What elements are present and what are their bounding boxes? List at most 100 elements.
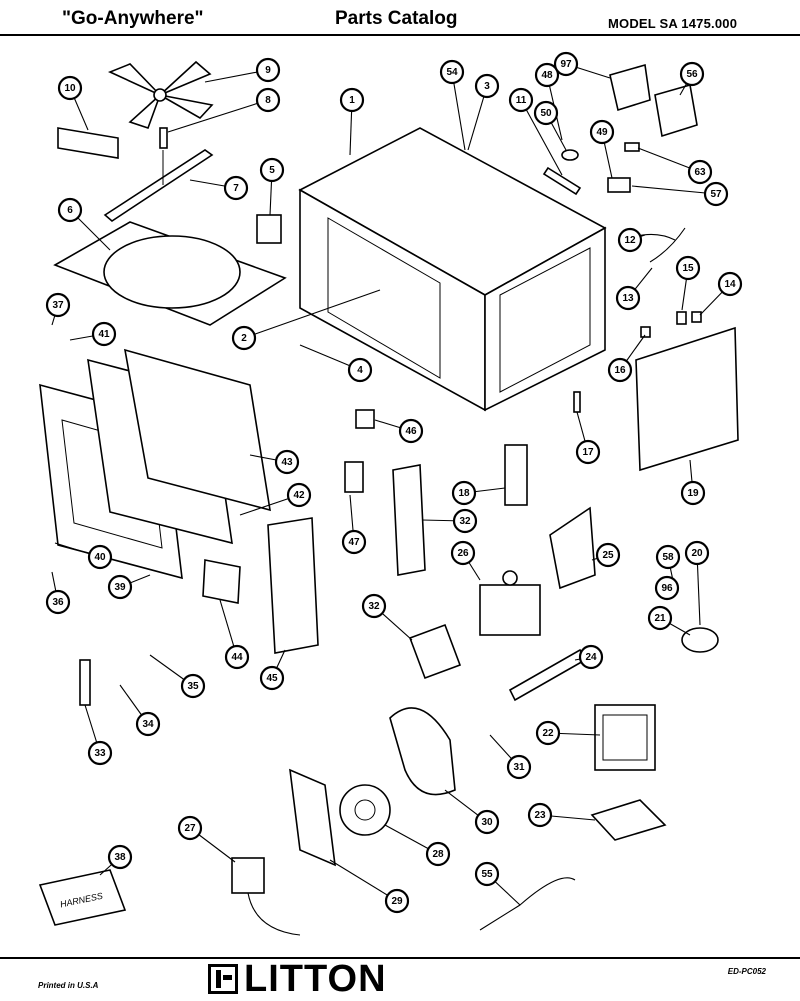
control-board-part [392,464,426,576]
catalog-header: "Go-Anywhere" Parts Catalog MODEL SA 147… [0,0,800,38]
callout-63: 63 [687,159,713,185]
callout-38: 38 [107,844,133,870]
callout-number: 4 [357,365,363,376]
callout-circle [339,87,365,113]
callout-number: 16 [614,365,626,376]
callout-22: 22 [535,720,561,746]
callout-15: 15 [675,255,701,281]
callout-circle [439,59,465,85]
callout-number: 20 [691,548,703,559]
callout-number: 14 [724,279,736,290]
callout-6: 6 [57,197,83,223]
part-drawings: HARNESS [38,60,739,936]
cover-32-part [408,623,462,680]
callout-circle [595,542,621,568]
callout-32: 32 [452,508,478,534]
callout-31: 31 [506,754,532,780]
callout-circle [508,87,534,113]
bracket-56-part [654,83,698,138]
callout-number: 40 [94,552,106,563]
callout-11: 11 [508,87,534,113]
callout-circle [684,540,710,566]
callout-circle [527,802,553,828]
callout-circle [452,508,478,534]
callout-18: 18 [451,480,477,506]
callout-number: 18 [458,488,470,499]
brand-logo: LITTON [208,958,387,1000]
callout-circle [274,449,300,475]
callout-number: 22 [542,728,554,739]
callout-35: 35 [180,673,206,699]
callout-37: 37 [45,292,71,318]
callout-48: 48 [534,62,560,88]
callout-circle [506,754,532,780]
callout-57: 57 [703,181,729,207]
callout-number: 30 [481,817,493,828]
blower-wheel-part [339,784,391,836]
callout-41: 41 [91,321,117,347]
callout-circle [361,593,387,619]
cover-box-23-part [590,799,667,841]
callout-circle [679,61,705,87]
callout-number: 35 [187,681,199,692]
callout-number: 10 [64,83,76,94]
door-assembly-part [39,348,271,580]
callout-circle [717,271,743,297]
callout-number: 11 [516,95,527,106]
printed-note: Printed in U.S.A [38,981,99,990]
footer-rule [0,957,800,959]
callout-number: 54 [446,67,458,78]
callout-number: 47 [348,537,360,548]
callout-circle [535,720,561,746]
callout-10: 10 [57,75,83,101]
callout-44: 44 [224,644,250,670]
callout-circle [286,482,312,508]
sensor-part [479,877,576,931]
callout-number: 6 [67,205,73,216]
callout-number: 55 [481,869,493,880]
callout-circle [575,439,601,465]
callout-circle [474,861,500,887]
callout-number: 5 [269,165,275,176]
callout-number: 31 [513,762,525,773]
lamp-50-part [561,149,579,161]
callout-36: 36 [45,589,71,615]
callout-27: 27 [177,815,203,841]
callout-96: 96 [654,575,680,601]
callout-17: 17 [575,439,601,465]
callout-7: 7 [223,175,249,201]
transformer-part [594,704,656,771]
switch-part-5 [256,214,282,244]
callout-circle [615,285,641,311]
callout-number: 28 [432,849,444,860]
callout-circle [107,844,133,870]
callout-circle [398,418,424,444]
leader-line [167,99,269,133]
callout-20: 20 [684,540,710,566]
callout-21: 21 [647,605,673,631]
callout-circle [474,73,500,99]
bracket-24-part [508,648,587,702]
callout-number: 48 [541,70,553,81]
blower-plate-part [289,768,336,867]
callout-circle [45,292,71,318]
callout-49: 49 [589,119,615,145]
leader-line [329,859,398,902]
callout-97: 97 [553,51,579,77]
callout-circle [384,888,410,914]
callout-circle [553,51,579,77]
callout-47: 47 [341,529,367,555]
callout-33: 33 [87,740,113,766]
callout-number: 49 [596,127,608,138]
callout-number: 45 [266,673,278,684]
harness-part [38,869,127,926]
clip-16-part [640,326,651,338]
callout-number: 33 [94,748,106,759]
cover-plate-part [57,127,119,159]
callout-number: 41 [98,329,110,340]
callout-number: 24 [585,652,597,663]
callout-number: 56 [686,69,698,80]
callout-46: 46 [398,418,424,444]
callout-number: 43 [281,457,293,468]
clip-15-part [676,311,687,325]
